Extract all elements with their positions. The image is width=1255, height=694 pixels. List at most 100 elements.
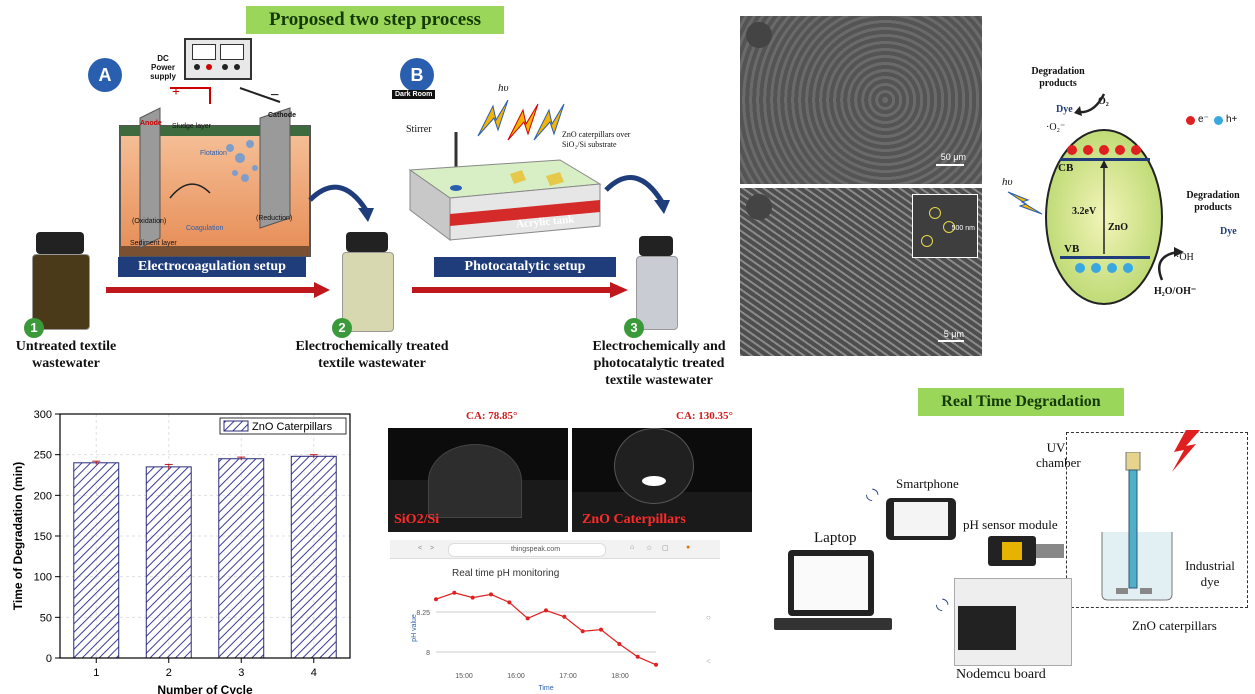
- side-icon: ○: [706, 613, 711, 622]
- ph-sensor-label: pH sensor module: [963, 517, 1058, 532]
- hv-label: hυ: [498, 82, 509, 94]
- contact-angle-sio2: SiO2/Si: [388, 428, 568, 532]
- zno-over-label: ZnO caterpillars over SiO₂/Si substrate: [562, 130, 631, 149]
- ph-sensor-module: [988, 536, 1036, 566]
- ph-y-tick: 8: [426, 650, 430, 657]
- wifi-icon-phone: ◟◝: [866, 484, 879, 503]
- ph-point: [507, 600, 512, 605]
- sem-scale-5um: 5 μm: [943, 329, 964, 339]
- flotation-label: Flotation: [200, 150, 227, 157]
- x-tick-label: 1: [93, 667, 99, 679]
- ph-point: [617, 642, 622, 646]
- nodemcu-label: Nodemcu board: [956, 667, 1046, 682]
- x-axis-label: Number of Cycle: [157, 683, 253, 694]
- side-icon: <: [706, 657, 711, 666]
- electrocoagulation-setup-label: Electrocoagulation setup: [118, 257, 306, 277]
- sludge-label: Sludge layer: [172, 123, 211, 130]
- superoxide-label: ·O₂⁻: [1046, 122, 1066, 133]
- bandgap-label: 3.2eV: [1072, 206, 1097, 217]
- stirrer-label: Stirrer: [406, 124, 432, 135]
- dc-power-label: DC Power supply: [150, 54, 176, 81]
- y-tick-label: 250: [34, 450, 52, 462]
- ph-y-tick: 8.25: [416, 610, 430, 617]
- tabs-icon[interactable]: ▢: [662, 545, 669, 552]
- label-b: B: [400, 58, 434, 92]
- zno-caterpillars-label: ZnO Caterpillars: [582, 512, 686, 527]
- wifi-icon-board: ◟◝: [936, 594, 949, 613]
- step-3-caption: Electrochemically and photocatalytic tre…: [592, 339, 726, 388]
- ph-point: [635, 654, 640, 659]
- process-arrows: [106, 282, 628, 298]
- mechanism-hv: hυ: [1002, 176, 1013, 188]
- anode-label: Anode: [140, 120, 162, 127]
- browser-bar: < > thingspeak.com ⌂ ☆ ▢ ●: [390, 540, 720, 559]
- cb-label: CB: [1058, 162, 1074, 174]
- y-tick-label: 100: [34, 572, 52, 584]
- sem-image-high-mag: 500 nm 5 μm: [740, 188, 982, 356]
- uv-chamber-label: UV chamber: [1036, 440, 1081, 470]
- ph-point: [562, 614, 567, 619]
- bottle-electro-treated: [342, 232, 394, 332]
- ph-x-tick: 17:00: [559, 673, 577, 680]
- y-tick-label: 50: [40, 612, 52, 624]
- sem-inset: 500 nm: [912, 194, 978, 258]
- step-1-number: 1: [24, 318, 44, 338]
- photocatalytic-setup-label: Photocatalytic setup: [434, 257, 616, 277]
- sio2-label: SiO2/Si: [394, 512, 440, 527]
- zno-label: ZnO: [1108, 222, 1129, 233]
- uv-bolt: [1172, 430, 1200, 472]
- hole-legend-label: h+: [1226, 114, 1238, 125]
- step-3-number: 3: [624, 318, 644, 338]
- step-2-number: 2: [332, 318, 352, 338]
- url-text: thingspeak.com: [511, 546, 561, 553]
- hole-legend-dot: [1214, 116, 1223, 125]
- ph-point: [452, 590, 457, 595]
- ph-point: [470, 595, 475, 600]
- ph-point: [654, 662, 658, 667]
- y-axis-label: Time of Degradation (min): [11, 462, 25, 610]
- zno-caterpillars-rt-label: ZnO caterpillars: [1132, 618, 1217, 633]
- legend-swatch: [223, 420, 249, 432]
- legend-label: ZnO Caterpillars: [252, 421, 333, 433]
- bar: [218, 458, 265, 659]
- smartphone-device: [886, 498, 956, 540]
- h2o-label: H₂O/OH⁻: [1154, 286, 1197, 297]
- x-tick-label: 4: [311, 667, 317, 679]
- curved-arrow-2: [604, 175, 670, 214]
- ca-value-2: CA: 130.35°: [676, 410, 733, 422]
- thingspeak-screenshot: < > thingspeak.com ⌂ ☆ ▢ ● Real time pH …: [390, 540, 720, 694]
- y-tick-label: 200: [34, 490, 52, 502]
- dc-power-supply: [184, 38, 252, 80]
- bookmark-icon[interactable]: ☆: [646, 545, 653, 552]
- ph-x-tick: 16:00: [507, 673, 525, 680]
- ph-point: [434, 597, 438, 602]
- step-2-caption: Electrochemically treated textile wastew…: [295, 339, 449, 371]
- back-icon[interactable]: <: [418, 545, 423, 552]
- reduction-label: (Reduction): [256, 215, 293, 222]
- url-field[interactable]: thingspeak.com: [448, 543, 606, 557]
- hydroxyl-label: ·OH: [1176, 252, 1194, 263]
- smartphone-label: Smartphone: [896, 476, 959, 491]
- plot-frame: [59, 413, 351, 659]
- sem-image-low-mag: 50 μm: [740, 16, 982, 184]
- home-icon[interactable]: ⌂: [630, 544, 635, 551]
- ph-line: [435, 592, 657, 666]
- vb-label: VB: [1064, 243, 1080, 255]
- curved-arrow-1: [308, 184, 374, 222]
- ph-x-tick: 15:00: [455, 673, 473, 680]
- ph-point: [489, 592, 493, 597]
- contact-angle-zno: ZnO Caterpillars: [572, 428, 752, 532]
- degradation-products-right: Degradation products: [1186, 190, 1240, 213]
- label-a: A: [88, 58, 122, 92]
- ph-x-label: Time: [538, 685, 553, 692]
- oh-arrow: [1158, 247, 1184, 281]
- forward-icon[interactable]: >: [430, 545, 435, 552]
- legend-box: [219, 417, 347, 435]
- o2-label: O₂: [1098, 96, 1109, 107]
- menu-icon[interactable]: ●: [686, 544, 691, 551]
- light-bolts: [477, 99, 565, 141]
- realtime-title: Real Time Degradation: [918, 388, 1124, 416]
- cathode-label: Cathode: [268, 112, 296, 119]
